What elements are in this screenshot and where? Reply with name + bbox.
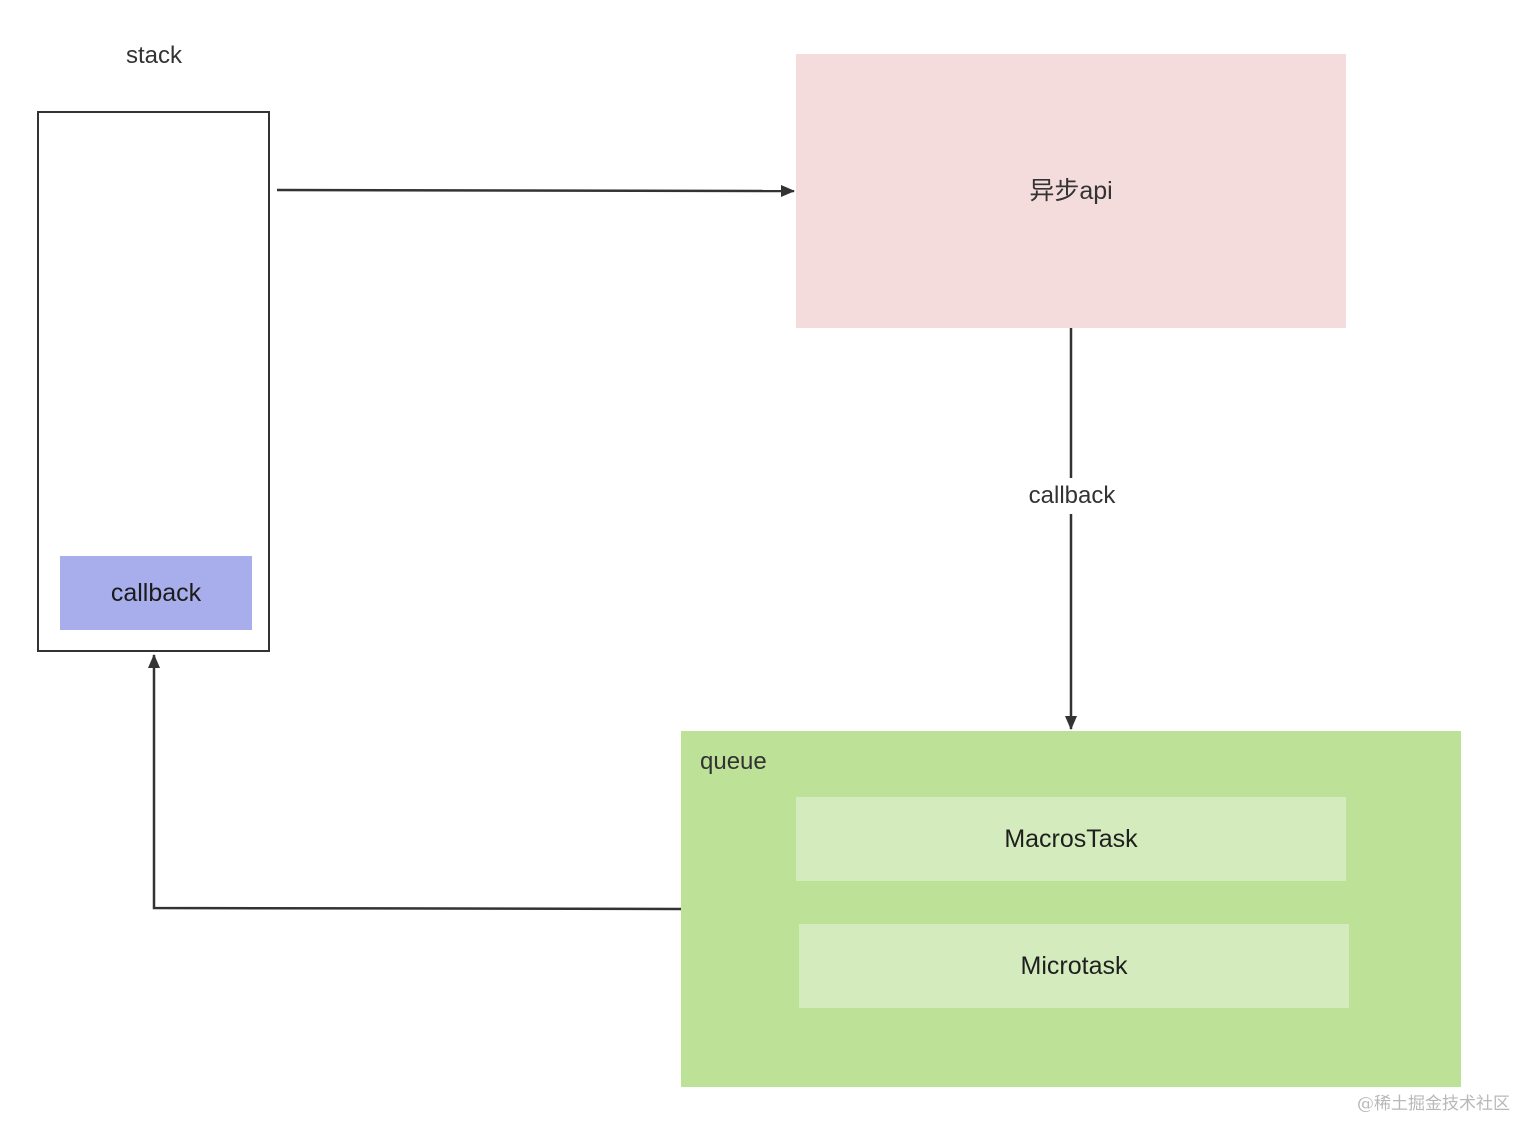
- async-api-box[interactable]: 异步api: [796, 54, 1346, 328]
- arrow-stack-to-async-api[interactable]: [276, 184, 795, 197]
- queue-box[interactable]: [681, 731, 1461, 1087]
- edge-label-callback: callback: [1012, 478, 1132, 514]
- microtask-box[interactable]: Microtask: [799, 924, 1349, 1008]
- watermark: @稀土掘金技术社区: [1357, 1094, 1510, 1114]
- arrow-queue-to-stack[interactable]: [148, 654, 682, 911]
- macrotask-box[interactable]: MacrosTask: [796, 797, 1346, 881]
- stack-label: stack: [125, 42, 182, 69]
- queue-label: queue: [700, 748, 767, 775]
- stack-callback-item[interactable]: callback: [60, 556, 252, 630]
